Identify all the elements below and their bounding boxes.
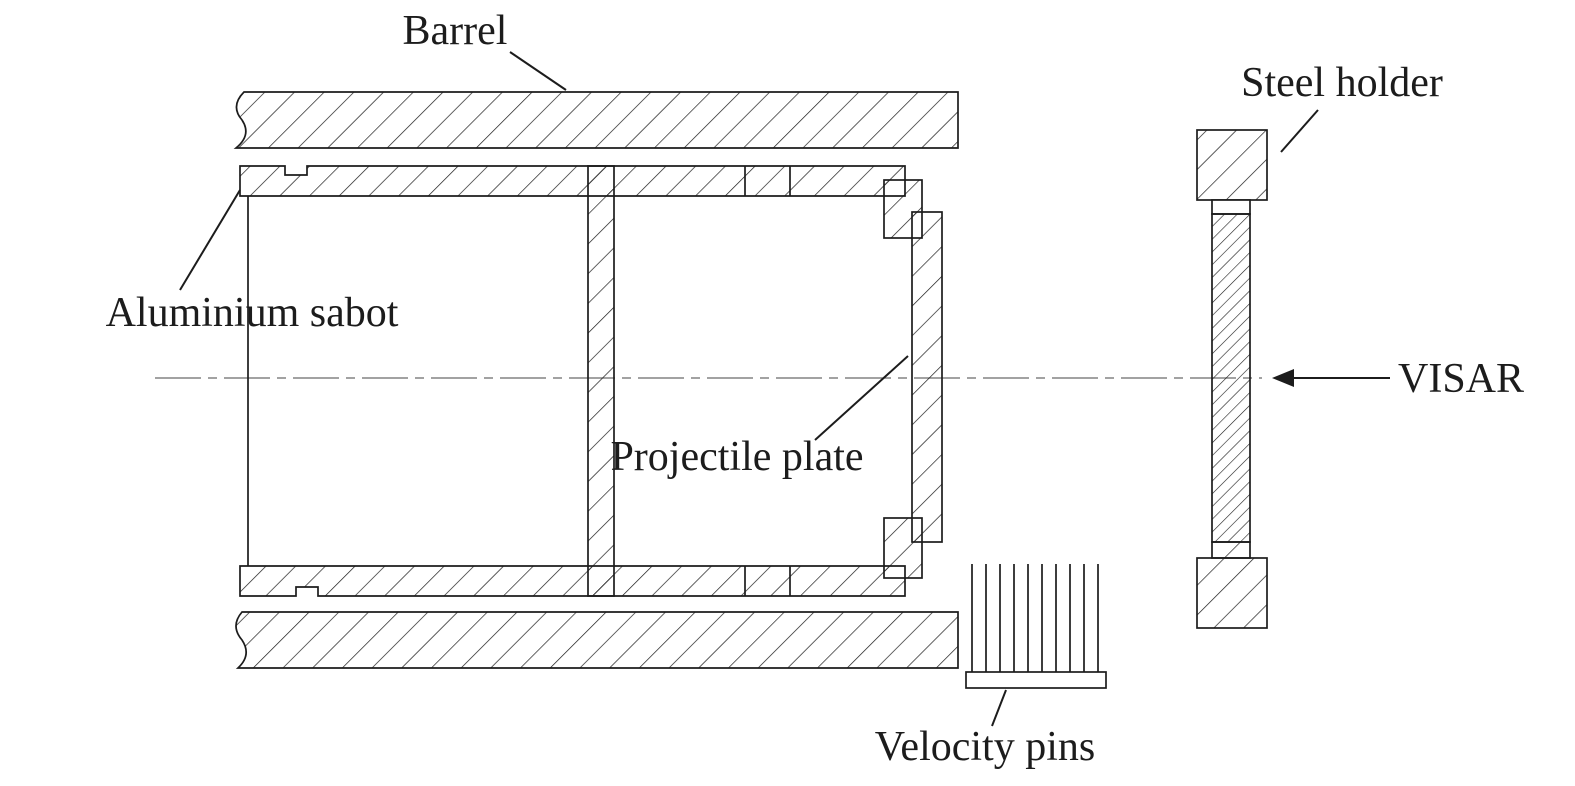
steel-holder-bottom-step	[1211, 541, 1251, 559]
aluminium-sabot-label: Aluminium sabot	[106, 290, 399, 336]
sabot-leader-line	[179, 189, 241, 291]
velocity-pins-leader-line	[991, 689, 1007, 727]
velocity-pins-label: Velocity pins	[875, 724, 1095, 770]
barrel-top-wall	[233, 91, 959, 149]
barrel-leader-line	[509, 51, 567, 91]
sabot-top-wall	[239, 165, 906, 197]
projectile-plate	[911, 211, 943, 543]
steel-holder-top-block	[1196, 129, 1268, 201]
visar-label: VISAR	[1398, 356, 1524, 402]
barrel-label: Barrel	[403, 8, 508, 54]
steel-holder-leader-line	[1280, 109, 1319, 153]
steel-holder-top-step	[1211, 199, 1251, 215]
visar-arrowhead-icon	[1272, 369, 1294, 387]
steel-holder-window	[1211, 213, 1251, 543]
projectile-plate-leader-line	[814, 355, 909, 441]
steel-holder-label: Steel holder	[1241, 60, 1443, 106]
velocity-pins-base	[965, 671, 1107, 689]
projectile-plate-label: Projectile plate	[610, 434, 863, 480]
velocity-pins	[965, 564, 1107, 689]
steel-holder-bottom-block	[1196, 557, 1268, 629]
sabot-bottom-wall	[239, 565, 906, 597]
barrel-bottom-wall	[235, 611, 959, 669]
sabot-mid-wall	[587, 165, 615, 597]
